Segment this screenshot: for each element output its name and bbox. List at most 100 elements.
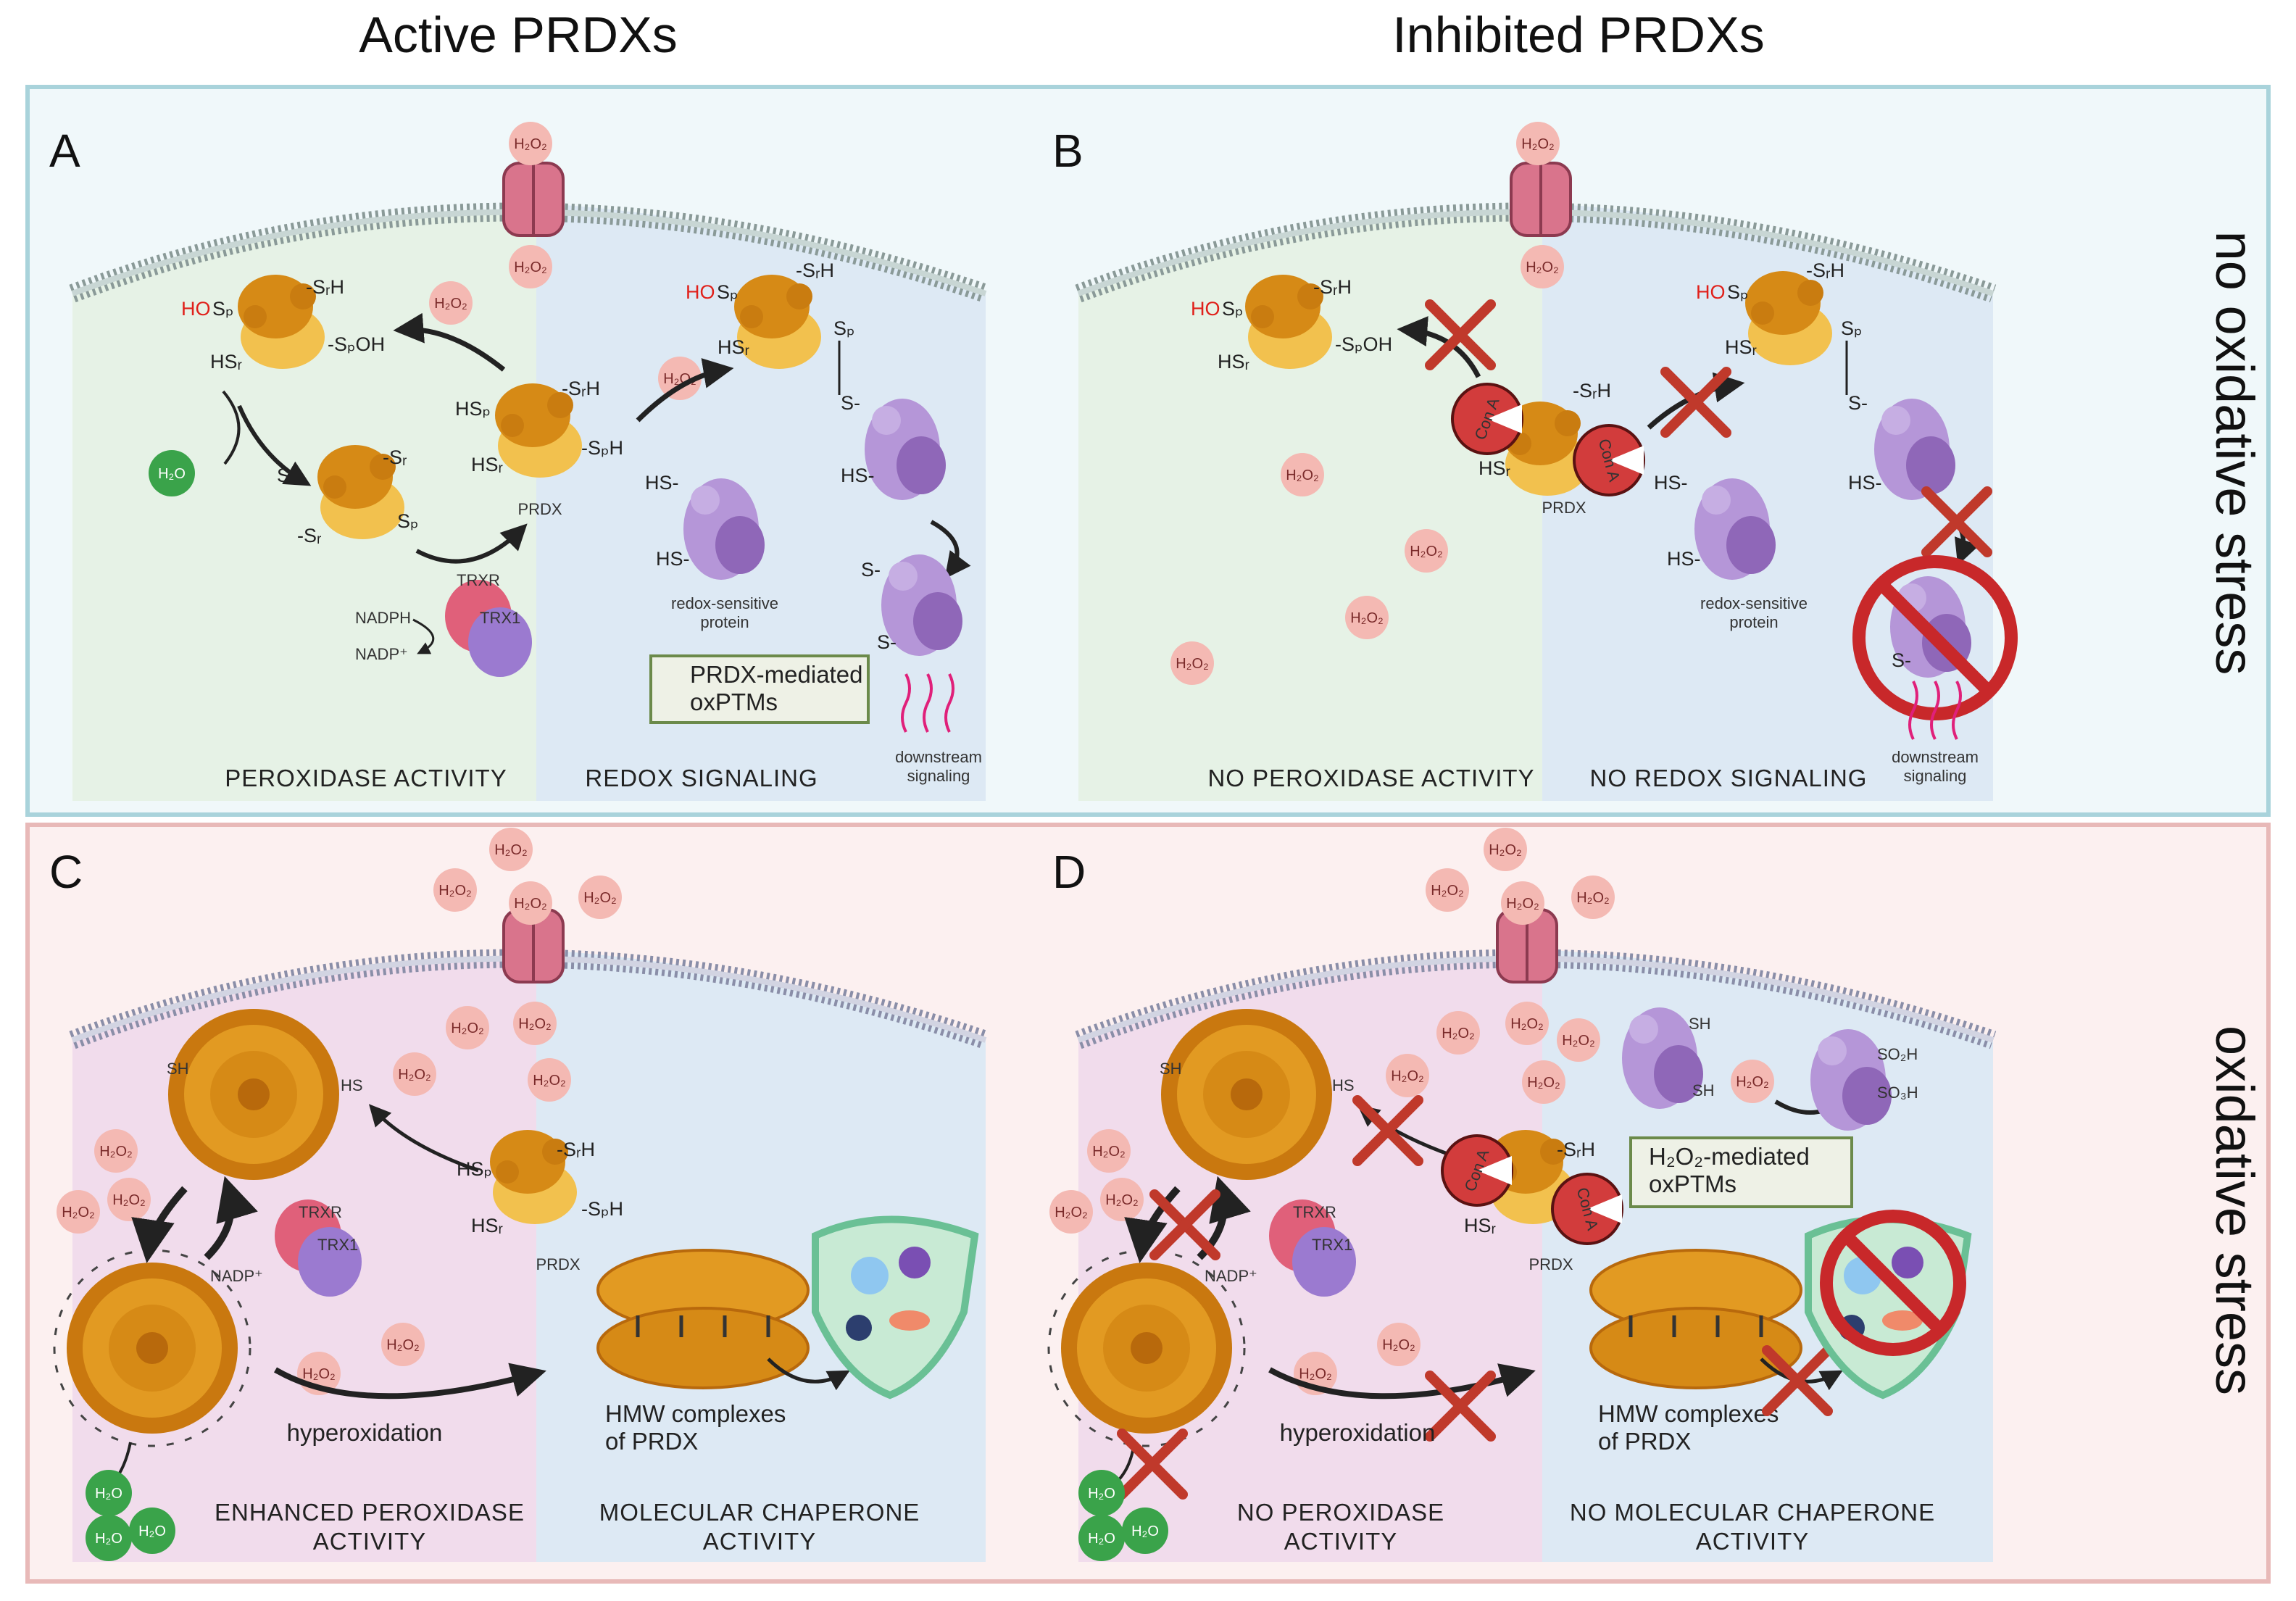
label-srh: -SᵣH: [562, 378, 600, 399]
label-srh: -SᵣH: [1806, 259, 1844, 281]
label-sp: Sₚ: [717, 281, 739, 303]
caption-enhanced-peroxidase-line1: ENHANCED PEROXIDASE: [215, 1499, 525, 1526]
label-hs: HS-: [1654, 472, 1688, 494]
h2o2-molecule: H₂O₂: [1176, 656, 1209, 672]
h2o-label: H₂O: [95, 1531, 122, 1547]
label-hs: HS-: [841, 465, 875, 486]
h2o2-molecule: H₂O₂: [434, 296, 467, 312]
label-hsr: HSᵣ: [1218, 351, 1249, 373]
label-prdx: PRDX: [1528, 1255, 1573, 1273]
h2o-label: H₂O: [95, 1486, 122, 1502]
caption-redox-signaling: REDOX SIGNALING: [585, 765, 818, 791]
label-sp: Sₚ: [1841, 317, 1863, 339]
h2o2-molecule: H₂O₂: [514, 259, 547, 275]
label-sh: SH: [1692, 1081, 1715, 1099]
label-protein-line2: protein: [700, 613, 749, 631]
h2o-label: H₂O: [1088, 1531, 1115, 1547]
label-hs: HS-: [656, 548, 690, 570]
prohibited-icon: [1852, 555, 2018, 720]
caption-enhanced-peroxidase-line2: ACTIVITY: [313, 1528, 427, 1555]
label-sp: Sₚ: [833, 317, 855, 339]
label-hsp: HSₚ: [457, 1158, 492, 1180]
panel-label-d: D: [1052, 846, 1086, 898]
label-srh: -SᵣH: [1313, 276, 1352, 298]
label-sp: Sₚ: [1727, 281, 1749, 303]
label-so2h: SO₂H: [1877, 1045, 1918, 1063]
label-spoh: -SₚOH: [1335, 333, 1392, 355]
label-sr: -Sᵣ: [297, 525, 321, 546]
h2o2-molecule: H₂O₂: [386, 1337, 420, 1353]
panel-c: C H₂O₂ H₂O₂ H₂O₂ H₂O₂ H₂O₂ H₂O₂ H₂O₂ H₂O…: [49, 828, 989, 1562]
h2o2-molecule: H₂O₂: [1286, 467, 1319, 483]
label-srh: -SᵣH: [1557, 1139, 1595, 1160]
label-ho: HO: [1696, 281, 1726, 303]
label-ho: HO: [1191, 298, 1220, 320]
h2o2-molecule: H₂O₂: [112, 1192, 146, 1208]
label-nadp: NADP⁺: [355, 645, 408, 663]
label-sh: SH: [1160, 1060, 1182, 1078]
label-s: S-: [877, 631, 897, 653]
label-sph: -SₚH: [581, 1198, 623, 1220]
label-sh: SH: [1689, 1015, 1711, 1033]
label-hmw-line1: HMW complexes: [1598, 1400, 1779, 1427]
column-heading-active: Active PRDXs: [359, 7, 678, 63]
label-nadp: NADP⁺: [210, 1267, 263, 1285]
callout-line2: oxPTMs: [1649, 1170, 1736, 1197]
label-trx1: TRX1: [317, 1236, 358, 1254]
caption-no-peroxidase-line2: ACTIVITY: [1284, 1528, 1398, 1555]
h2o2-molecule: H₂O₂: [1299, 1366, 1332, 1382]
prdx-decamer-reduced: [168, 1009, 339, 1180]
h2o2-molecule: H₂O₂: [1562, 1033, 1595, 1049]
h2o-label: H₂O: [158, 466, 186, 482]
label-nadph: NADPH: [355, 609, 411, 627]
label-prdx: PRDX: [1542, 499, 1586, 517]
label-hmw-line1: HMW complexes: [605, 1400, 786, 1427]
label-s: S-: [841, 392, 860, 414]
label-trxr: TRXR: [1293, 1203, 1336, 1221]
label-hsr: HSᵣ: [471, 1215, 503, 1236]
h2o-molecule: [149, 450, 195, 496]
h2o2-molecule: H₂O₂: [1510, 1016, 1544, 1032]
label-hsr: HSᵣ: [1725, 336, 1757, 358]
callout-line2: oxPTMs: [690, 689, 778, 715]
label-hmw-line2: of PRDX: [1598, 1428, 1691, 1455]
label-protein-line1: redox-sensitive: [1700, 594, 1808, 612]
label-hsr: HSᵣ: [1464, 1215, 1496, 1236]
h2o2-molecule: H₂O₂: [1489, 842, 1522, 858]
panel-label-a: A: [49, 125, 80, 177]
label-sr: -Sᵣ: [383, 446, 407, 468]
chaperone-shield-icon: [812, 1215, 979, 1400]
h2o2-molecule: H₂O₂: [1055, 1205, 1088, 1220]
prdx-decamer-oxidized: [67, 1263, 238, 1434]
panel-b: B H₂O₂ H₂O₂ H₂O₂ H₂O₂ H₂O₂ H₂O₂ HO Sₚ -S…: [1052, 122, 2018, 801]
h2o2-molecule: H₂O₂: [1350, 610, 1384, 626]
label-protein-line1: redox-sensitive: [671, 594, 778, 612]
prdx-decamer-reduced: [1161, 1009, 1332, 1180]
callout-line1: PRDX-mediated: [690, 661, 862, 688]
h2o2-molecule: H₂O₂: [583, 890, 617, 906]
prohibited-icon: [1820, 1210, 1966, 1356]
prdx-decamer-oxidized: [1061, 1263, 1232, 1434]
label-hsr: HSᵣ: [471, 454, 503, 475]
h2o2-molecule: H₂O₂: [62, 1205, 95, 1220]
h2o-molecule: [1078, 1515, 1125, 1561]
label-s: S-: [1848, 392, 1868, 414]
h2o-molecule: [86, 1470, 132, 1516]
h2o2-molecule: H₂O₂: [1092, 1144, 1126, 1160]
label-hs: HS-: [645, 472, 679, 494]
h2o2-molecule: H₂O₂: [302, 1366, 336, 1382]
label-downstream-line2: signaling: [907, 767, 970, 785]
h2o2-molecule: H₂O₂: [1576, 890, 1610, 906]
h2o-molecule: [1122, 1508, 1168, 1554]
label-hs: HS: [341, 1076, 363, 1094]
label-hyperoxidation: hyperoxidation: [287, 1419, 443, 1446]
label-hsr: HSᵣ: [210, 351, 242, 373]
label-s: S-: [1892, 649, 1911, 671]
label-hs: HS: [1332, 1076, 1355, 1094]
h2o2-molecule: H₂O₂: [1521, 136, 1555, 152]
caption-peroxidase-activity: PEROXIDASE ACTIVITY: [225, 765, 507, 791]
label-sph: -SₚH: [581, 437, 623, 459]
label-downstream-line2: signaling: [1904, 767, 1967, 785]
callout-prdx-oxptms: [649, 654, 870, 724]
